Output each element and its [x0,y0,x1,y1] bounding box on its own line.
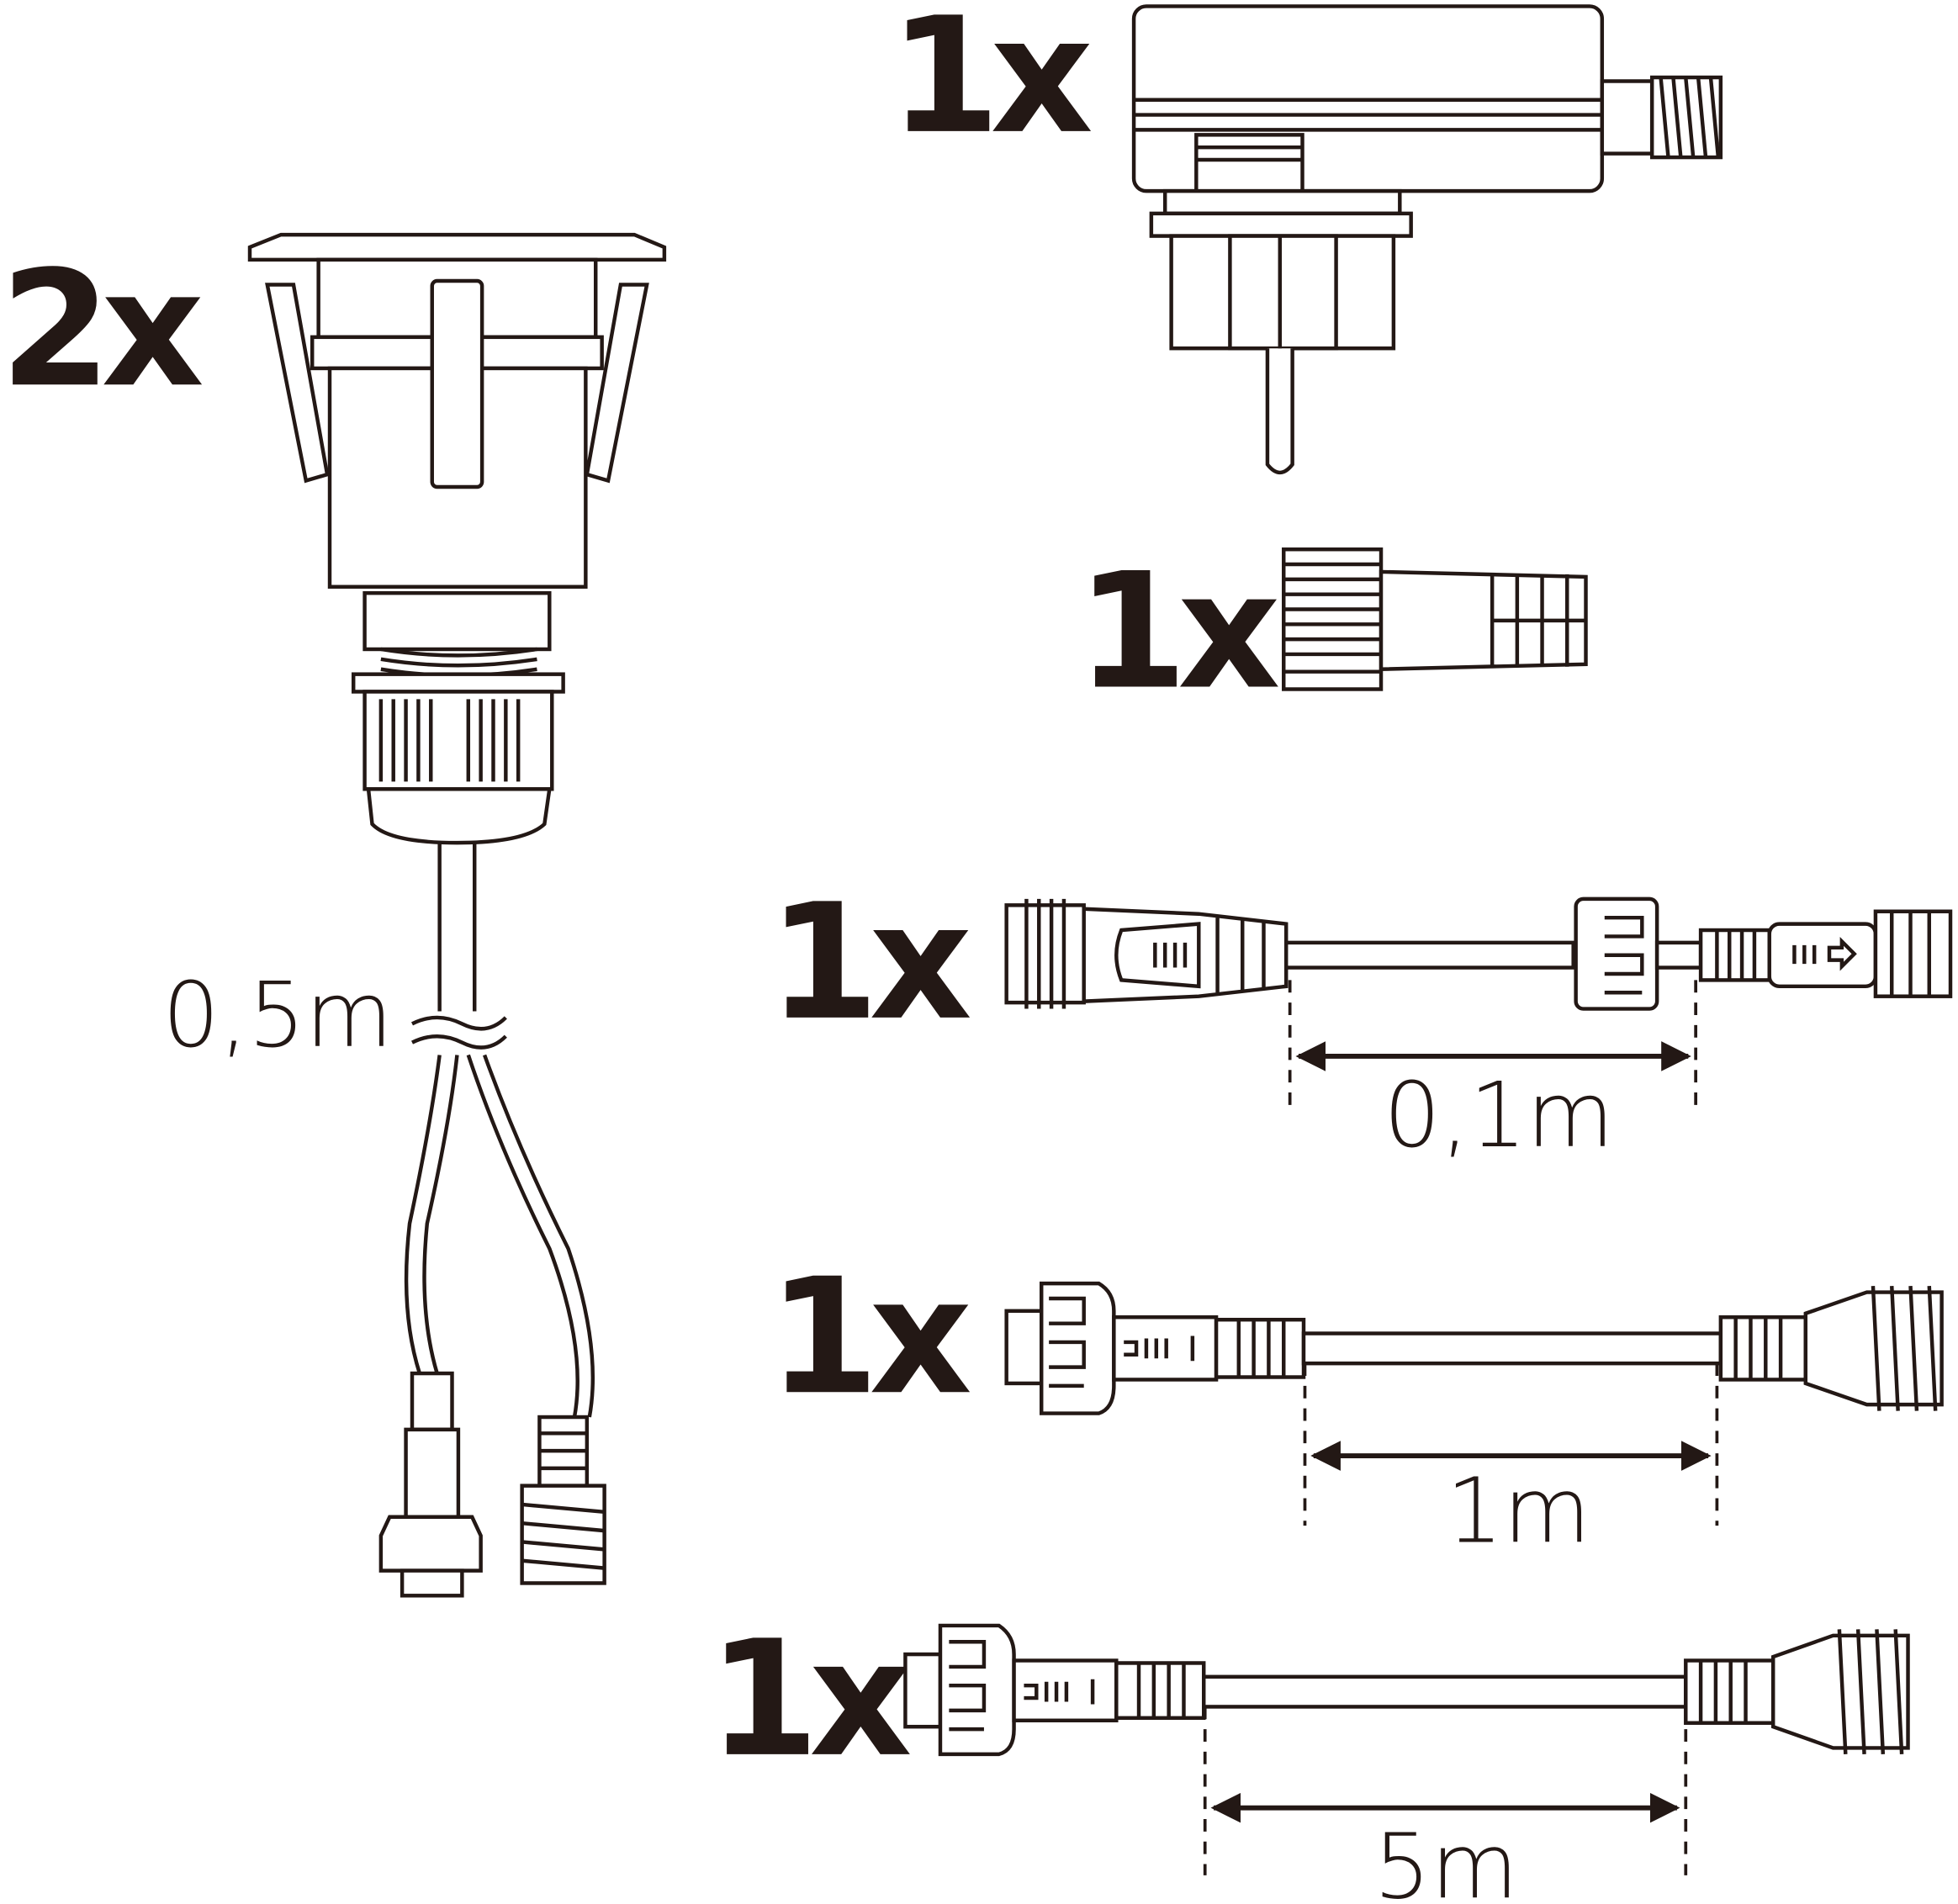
quantity-adapter: 1x [889,0,1091,169]
length-cable-long: 5m [1373,1816,1518,1904]
cable-long-illustration [903,1623,1910,1875]
power-adapter-illustration [1131,4,1723,475]
cable-medium-illustration [1004,1281,1944,1526]
spotlight-illustration [247,232,667,1598]
length-cable-short: 0,1m [1384,1064,1614,1168]
quantity-cable-short: 1x [768,870,970,1055]
end-cap-illustration [1282,547,1588,691]
quantity-cable-medium: 1x [768,1244,970,1430]
quantity-endcap: 1x [1077,539,1278,725]
quantity-spotlight: 2x [0,236,202,422]
length-cable-medium: 1m [1446,1459,1590,1563]
quantity-cable-long: 1x [708,1606,910,1792]
length-spotlight-cable: 0,5m [162,964,393,1068]
cable-short-illustration [1004,896,1953,1112]
